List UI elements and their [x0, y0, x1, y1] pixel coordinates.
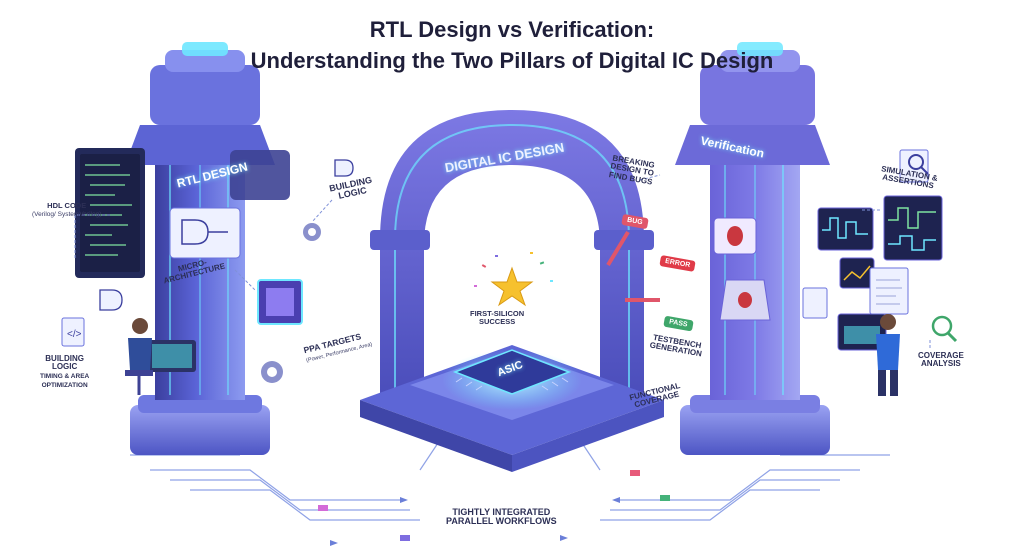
hdl-code-label: HDL CODE (Verilog/ SystemVerilog)	[32, 202, 101, 219]
circuit-traces	[130, 439, 890, 521]
hdl-langs-text: (Verilog/ SystemVerilog)	[32, 210, 102, 218]
trace-arrows	[330, 497, 620, 546]
coverage-line-1: COVERAGE	[918, 351, 964, 360]
workflow-line-2: PARALLEL WORKFLOWS	[446, 516, 557, 527]
logic-gate-icon	[99, 159, 354, 311]
page-title-line-2: Understanding the Two Pillars of Digital…	[250, 48, 774, 73]
trace-chips	[318, 470, 670, 541]
monitor-code-icon	[75, 148, 145, 278]
engineer-right-icon	[876, 314, 900, 396]
microchip-icon	[257, 279, 303, 325]
bug-icon	[713, 217, 771, 321]
hdl-code-text: HDL CODE	[47, 201, 87, 210]
success-line-1: FIRST-SILICON	[470, 309, 525, 318]
building-logic-bottom-line-2: LOGIC	[51, 362, 78, 372]
coverage-line-2: ANALYSIS	[921, 359, 961, 369]
building-logic-bottom-line-1: BUILDING	[45, 354, 84, 363]
svg-text:</>: </>	[67, 329, 82, 340]
workflow-label: TIGHTLY INTEGRATED PARALLEL WORKFLOWS	[446, 507, 557, 527]
page-title-line-1: RTL Design vs Verification:	[369, 17, 655, 42]
waveform-icon	[817, 195, 943, 351]
timing-line-1: TIMING & AREA	[40, 372, 90, 380]
building-logic-bottom-label: BUILDING LOGIC TIMING & AREA OPTIMIZATIO…	[40, 354, 90, 389]
magnifier-icon	[899, 149, 958, 343]
probe-icon	[606, 230, 660, 302]
connector-lines	[74, 174, 931, 350]
coverage-analysis-label: COVERAGE ANALYSIS	[918, 351, 964, 369]
workflow-line-1: TIGHTLY INTEGRATED	[452, 507, 551, 517]
title-block: RTL Design vs Verification: Understandin…	[0, 14, 1024, 76]
document-icon: </>	[61, 317, 85, 347]
star-icon	[490, 266, 534, 307]
asic-chip-icon	[452, 349, 572, 395]
report-icon	[802, 267, 909, 319]
success-line-2: SUCCESS	[478, 316, 516, 326]
confetti	[474, 252, 553, 287]
engineer-icon	[125, 318, 196, 395]
timing-line-2: OPTIMIZATION	[41, 381, 88, 389]
first-silicon-label: FIRST-SILICON SUCCESS	[470, 310, 524, 326]
